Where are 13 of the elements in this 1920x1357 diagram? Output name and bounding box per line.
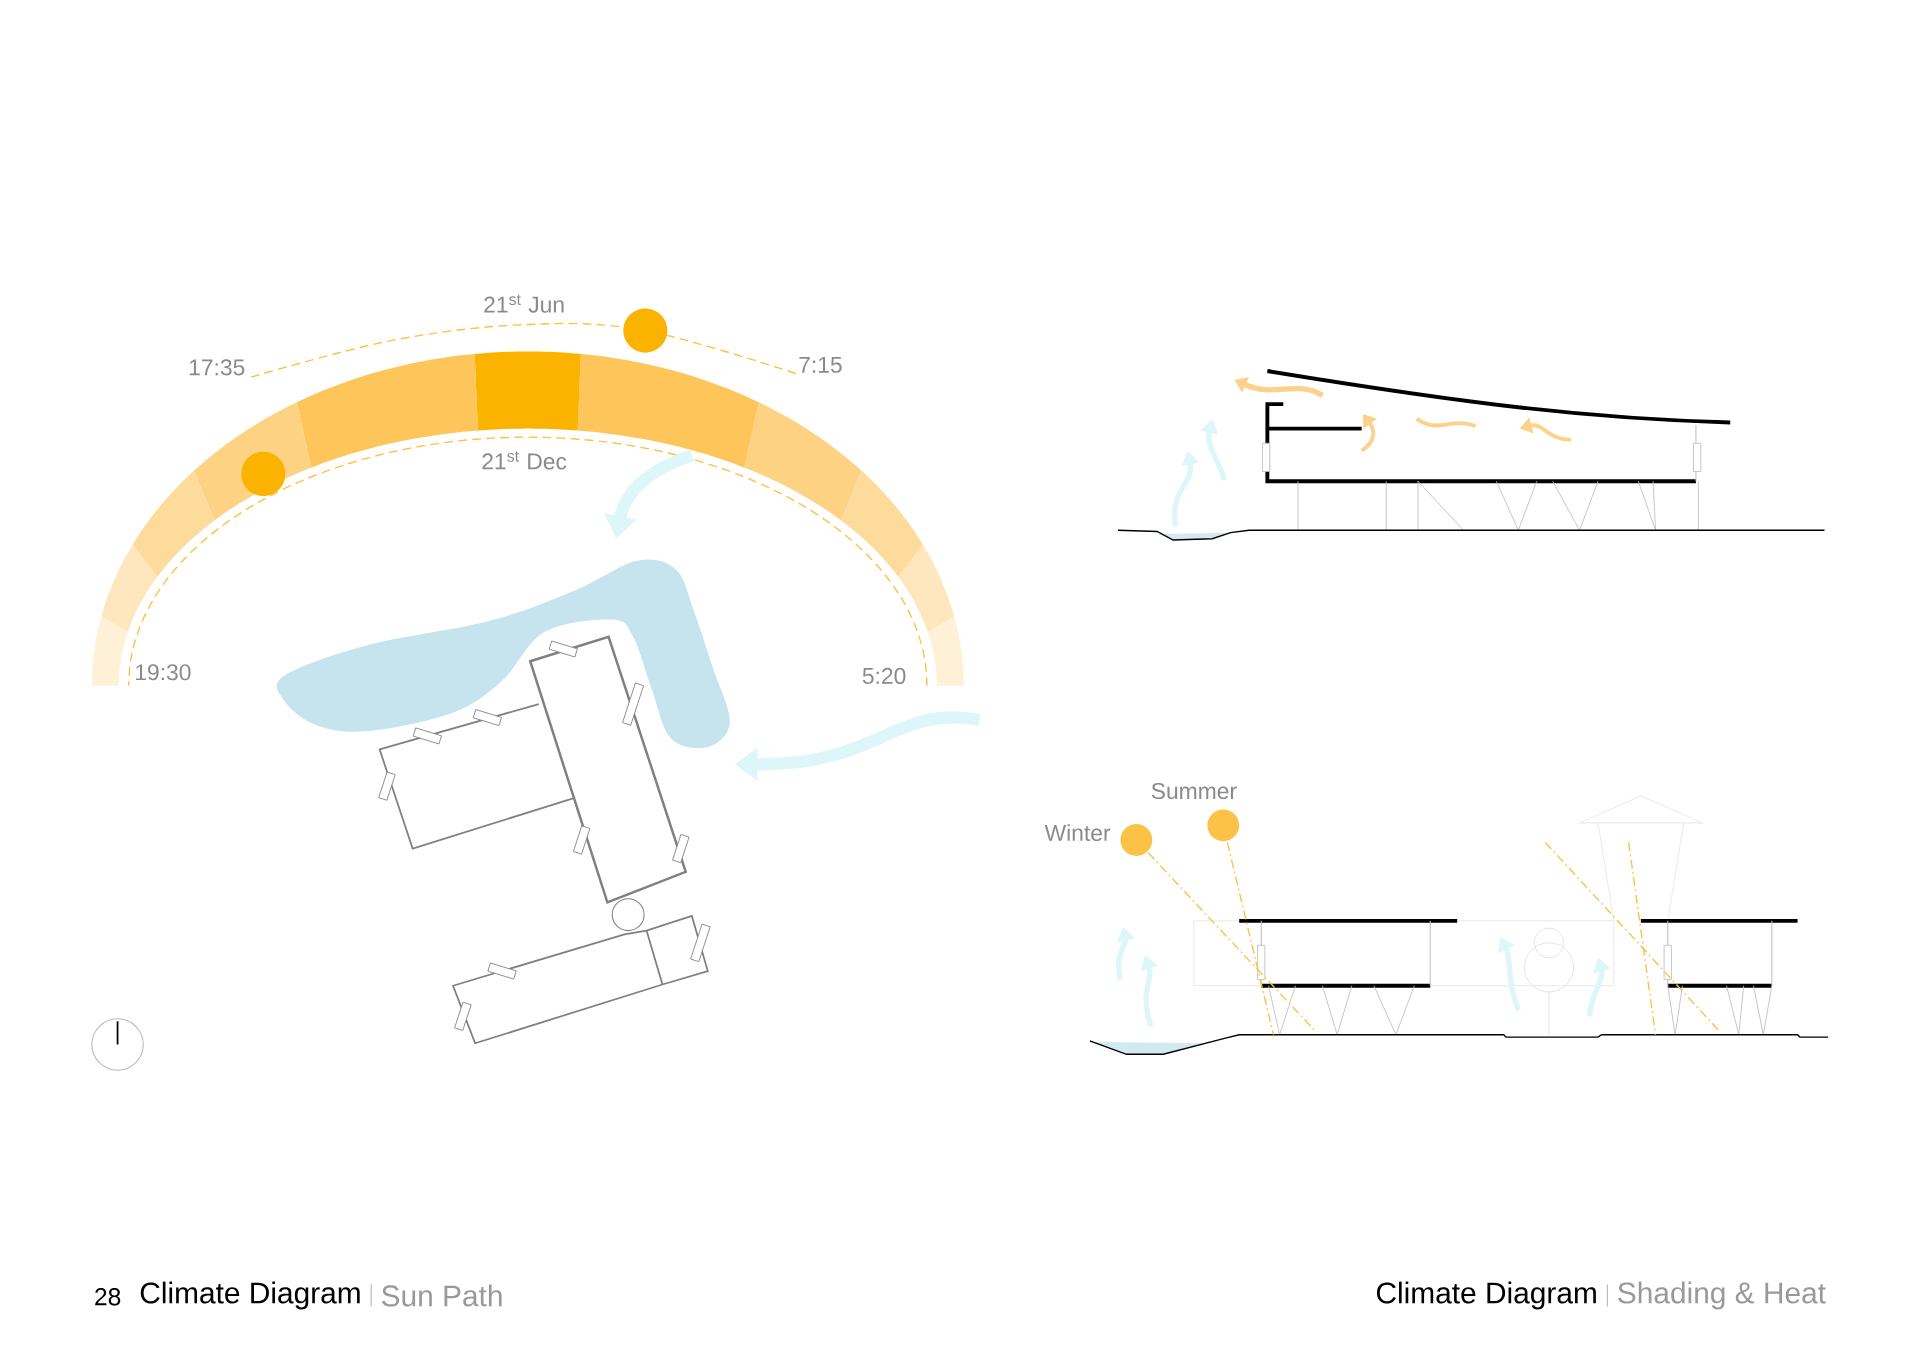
page-title: Climate Diagram [1376, 1281, 1596, 1310]
time-label: 21$^{st}$ Jun [484, 294, 564, 313]
time-label: 17:35 [189, 359, 245, 376]
season-label: Summer [1151, 783, 1237, 800]
page-subtitle: Shading & Heat [1618, 1281, 1826, 1310]
time-label: 7:15 [799, 357, 842, 373]
page-number: 28 [95, 1288, 121, 1306]
time-label: 21$^{st}$ Dec [482, 451, 567, 470]
season-label: Winter [1044, 824, 1111, 842]
page-subtitle: Sun Path [381, 1284, 502, 1307]
page-title: Climate Diagram [140, 1281, 360, 1310]
time-label: 19:30 [136, 664, 191, 681]
time-label: 5:20 [862, 667, 906, 685]
